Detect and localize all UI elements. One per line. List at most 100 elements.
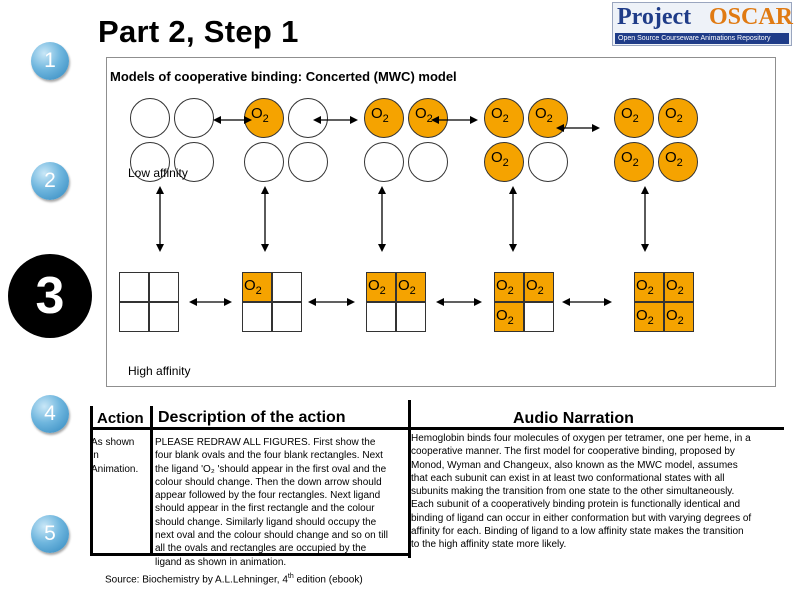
step-1-marker[interactable]: 1 — [31, 42, 69, 80]
high-affinity-subunit — [149, 272, 179, 302]
description-line: four blank ovals and the four blank rect… — [155, 450, 383, 462]
logo-tagline: Open Source Courseware Animations Reposi… — [615, 33, 789, 44]
low-affinity-label: Low affinity — [128, 166, 188, 180]
low-affinity-subunit — [658, 98, 698, 138]
oxygen-ligand-label: O2 — [496, 307, 514, 327]
oxygen-ligand-label: O2 — [666, 307, 684, 327]
oxygen-ligand-label: O2 — [621, 105, 639, 125]
audio-line: cooperative manner. The first model for … — [411, 446, 735, 458]
audio-narration-text: Hemoglobin binds four molecules of oxyge… — [411, 432, 791, 552]
low-affinity-subunit — [614, 98, 654, 138]
oxygen-ligand-label: O2 — [636, 307, 654, 327]
high-affinity-subunit — [119, 272, 149, 302]
low-affinity-subunit — [174, 142, 214, 182]
table-divider-action — [150, 406, 153, 556]
low-affinity-subunit — [408, 142, 448, 182]
low-affinity-subunit — [288, 142, 328, 182]
source-citation: Source: Biochemistry by A.L.Lehninger, 4… — [105, 573, 363, 585]
description-line: should change. Similarly ligand should o… — [155, 516, 377, 528]
high-affinity-subunit — [664, 272, 694, 302]
high-affinity-subunit — [524, 272, 554, 302]
oxygen-ligand-label: O2 — [621, 149, 639, 169]
oxygen-ligand-label: O2 — [665, 105, 683, 125]
audio-line: binding of ligand can occur in either co… — [411, 512, 752, 524]
oxygen-ligand-label: O2 — [415, 105, 433, 125]
high-affinity-subunit — [366, 272, 396, 302]
high-affinity-subunit — [149, 302, 179, 332]
low-affinity-subunit — [364, 98, 404, 138]
oxygen-ligand-label: O2 — [526, 277, 544, 297]
step-3-marker[interactable]: 3 — [8, 254, 92, 338]
table-rule-right — [412, 427, 784, 430]
oxygen-ligand-label: O2 — [535, 105, 553, 125]
high-affinity-subunit — [634, 302, 664, 332]
description-line: PLEASE REDRAW ALL FIGURES. First show th… — [155, 437, 376, 448]
high-affinity-subunit — [396, 272, 426, 302]
audio-line: Hemoglobin binds four molecules of oxyge… — [411, 433, 751, 444]
low-affinity-subunit — [658, 142, 698, 182]
source-prefix: Source: Biochemistry by A.L.Lehninger, 4 — [105, 574, 288, 586]
high-affinity-subunit — [366, 302, 396, 332]
action-text: As shown in Animation. — [91, 436, 138, 476]
low-affinity-subunit — [174, 98, 214, 138]
step-2-marker[interactable]: 2 — [31, 162, 69, 200]
high-affinity-subunit — [242, 302, 272, 332]
action-line: Animation. — [91, 463, 139, 475]
low-affinity-subunit — [528, 142, 568, 182]
oxygen-ligand-label: O2 — [371, 105, 389, 125]
project-oscar-logo: Project OSCAR Open Source Courseware Ani… — [612, 2, 794, 46]
low-affinity-subunit — [364, 142, 404, 182]
source-superscript: th — [287, 573, 294, 580]
oxygen-ligand-label: O2 — [496, 277, 514, 297]
description-line: should appear in the first rectangle and… — [155, 503, 375, 515]
low-affinity-subunit — [130, 142, 170, 182]
high-affinity-subunit — [272, 302, 302, 332]
panel-heading: Models of cooperative binding: Concerted… — [110, 69, 457, 84]
audio-line: Each subunit of a cooperatively binding … — [411, 499, 741, 511]
step-5-marker[interactable]: 5 — [31, 515, 69, 553]
description-line: the ligand 'O₂ 'should appear in the fir… — [155, 463, 387, 475]
low-affinity-subunit — [130, 98, 170, 138]
description-header: Description of the action — [158, 409, 346, 426]
low-affinity-subunit — [244, 142, 284, 182]
high-affinity-subunit — [272, 272, 302, 302]
action-line: As shown — [91, 437, 135, 448]
high-affinity-subunit — [664, 302, 694, 332]
description-line: next oval and the colour should change a… — [155, 530, 388, 542]
oxygen-ligand-label: O2 — [368, 277, 386, 297]
oxygen-ligand-label: O2 — [665, 149, 683, 169]
high-affinity-subunit — [494, 302, 524, 332]
high-affinity-subunit — [634, 272, 664, 302]
description-line: colour should change. Then the down arro… — [155, 476, 382, 488]
logo-word-oscar: OSCAR — [709, 4, 794, 30]
table-rule-bottom — [90, 553, 411, 556]
oxygen-ligand-label: O2 — [491, 105, 509, 125]
audio-line: Monod, Wyman and Changeux, also known as… — [411, 459, 738, 471]
high-affinity-subunit — [119, 302, 149, 332]
oxygen-ligand-label: O2 — [491, 149, 509, 169]
high-affinity-subunit — [396, 302, 426, 332]
table-rule-left — [90, 427, 412, 430]
audio-line: subunits making the transition from one … — [411, 486, 735, 498]
audio-line: to the high affinity state more likely. — [411, 539, 567, 551]
action-line: in — [91, 450, 99, 462]
audio-line: that each subunit can exist in at least … — [411, 472, 725, 484]
high-affinity-subunit — [524, 302, 554, 332]
oxygen-ligand-label: O2 — [251, 105, 269, 125]
high-affinity-subunit — [242, 272, 272, 302]
oxygen-ligand-label: O2 — [636, 277, 654, 297]
description-line: appear followed by the four rectangles. … — [155, 490, 381, 502]
description-line: ligand as shown in animation. — [155, 556, 287, 568]
oxygen-ligand-label: O2 — [666, 277, 684, 297]
table-divider-description — [408, 400, 411, 558]
step-4-marker[interactable]: 4 — [31, 395, 69, 433]
low-affinity-subunit — [484, 142, 524, 182]
high-affinity-subunit — [494, 272, 524, 302]
high-affinity-label: High affinity — [128, 364, 191, 378]
oxygen-ligand-label: O2 — [244, 277, 262, 297]
oxygen-ligand-label: O2 — [398, 277, 416, 297]
source-suffix: edition (ebook) — [293, 574, 363, 586]
page-title: Part 2, Step 1 — [98, 14, 299, 49]
description-text: PLEASE REDRAW ALL FIGURES. First show th… — [155, 436, 413, 569]
